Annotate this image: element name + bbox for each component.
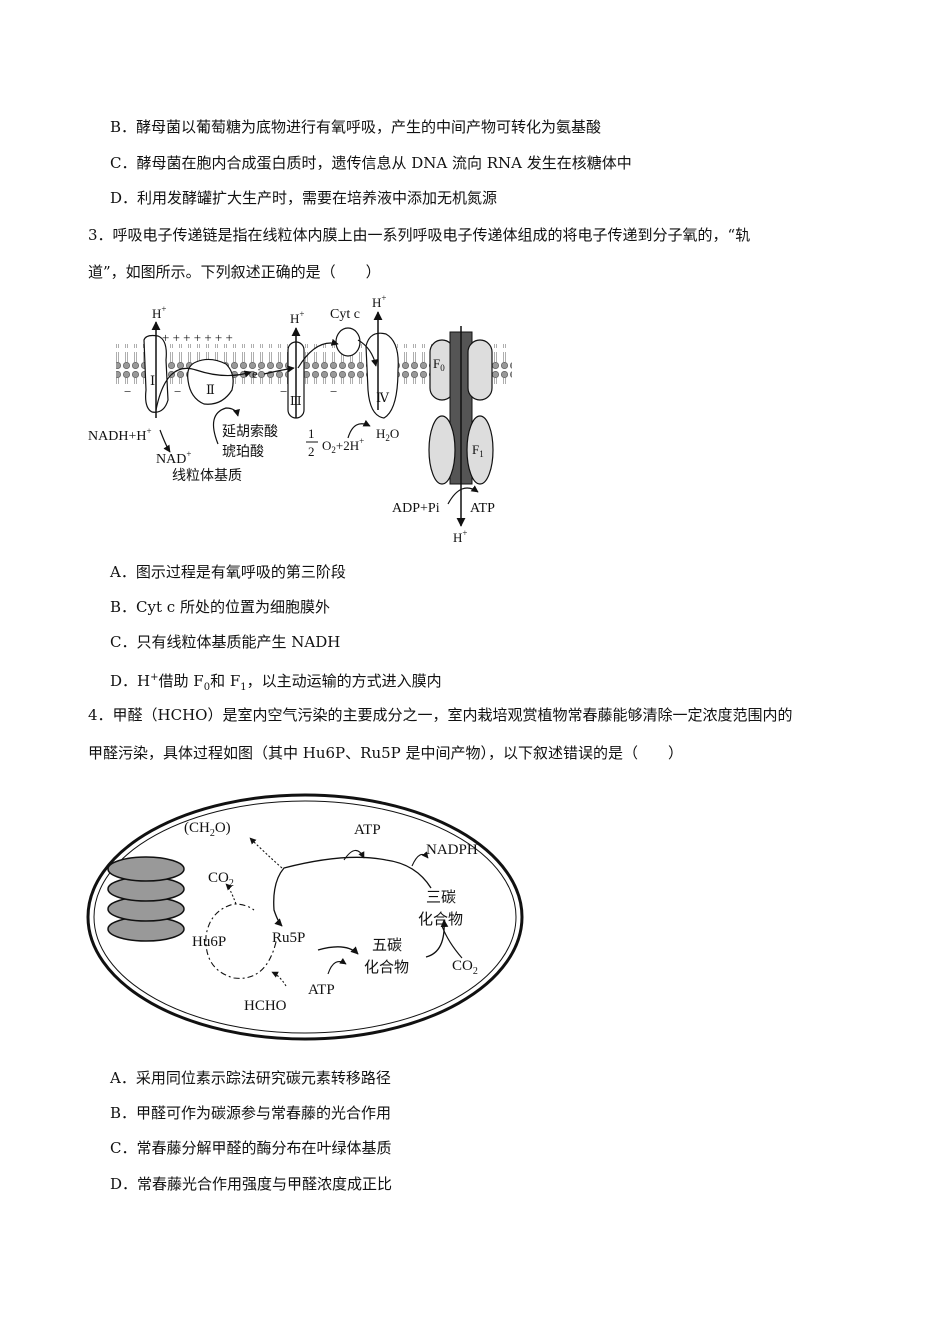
charge-plus-row: + + + + + + + xyxy=(162,330,233,345)
ch2o-label: (CH2O) xyxy=(184,820,231,839)
atp-bottom-arrow xyxy=(327,957,347,975)
hcho-label: HCHO xyxy=(244,998,287,1014)
hcho-arrow xyxy=(271,971,287,987)
q3-stem-line2: 道”，如图所示。下列叙述正确的是（ ） xyxy=(88,263,381,281)
atp-bottom-label: ATP xyxy=(308,982,335,998)
q3-option-d: D．H+借助 F0和 F1，以主动运输的方式进入膜内 xyxy=(110,672,442,693)
q2-option-b: B．酵母菌以葡萄糖为底物进行有氧呼吸，产生的中间产物可转化为氨基酸 xyxy=(110,118,602,136)
cyt-c-shape xyxy=(335,327,361,357)
water-arrow xyxy=(347,419,371,439)
chloroplast-outer-membrane xyxy=(86,793,524,1041)
co2-left-arrow xyxy=(225,883,237,905)
h-plus-label-3: H+ xyxy=(290,309,304,326)
succinate-label: 琥珀酸 xyxy=(222,444,264,460)
nadh-label: NADH+H+ xyxy=(88,426,152,444)
nadh-arrow xyxy=(159,429,171,453)
electron-to-complex3 xyxy=(263,365,295,375)
grana-stack xyxy=(107,856,185,942)
q4-option-b: B．甲醛可作为碳源参与常春藤的光合作用 xyxy=(110,1104,392,1122)
nadph-label: NADPH xyxy=(426,842,478,858)
complex-4-shape xyxy=(365,332,399,419)
hcho-cycle xyxy=(205,903,277,979)
charge-minus-4: − xyxy=(330,384,337,399)
charge-minus-2: − xyxy=(174,384,181,399)
complex-2-label: Ⅱ xyxy=(206,382,215,397)
half-numerator: 1 xyxy=(308,426,315,441)
complex-4-label: Ⅳ xyxy=(376,390,390,405)
5c-to-3c-arrow xyxy=(425,919,449,958)
f1-right xyxy=(466,415,494,485)
q4-stem-line1: 4．甲醛（HCHO）是室内空气污染的主要成分之一，室内栽培观赏植物常春藤能够清除… xyxy=(88,706,793,724)
electron-to-complex4 xyxy=(357,339,379,367)
hu6p-label: Hu6P xyxy=(192,934,226,950)
half-denominator: 2 xyxy=(308,444,315,459)
water-label: H2O xyxy=(376,426,399,443)
h-plus-label-1: H+ xyxy=(152,304,166,321)
q4-stem-line2: 甲醛污染，具体过程如图（其中 Hu6P、Ru5P 是中间产物），以下叙述错误的是… xyxy=(88,744,684,762)
q4-option-d: D．常春藤光合作用强度与甲醛浓度成正比 xyxy=(110,1175,393,1193)
q2-option-c: C．酵母菌在胞内合成蛋白质时，遗传信息从 DNA 流向 RNA 发生在核糖体中 xyxy=(110,154,632,172)
matrix-label: 线粒体基质 xyxy=(172,467,242,484)
electron-to-cytc xyxy=(297,338,339,369)
h-plus-label-bottom: H+ xyxy=(453,528,467,545)
chloroplast-inner-membrane xyxy=(93,800,517,1034)
f1-label: F1 xyxy=(472,442,484,459)
cyt-c-label: Cyt c xyxy=(330,307,360,322)
co2-right-label: CO2 xyxy=(452,958,478,977)
atp-synthesis-arrow xyxy=(447,485,479,505)
three-carbon-label-2: 化合物 xyxy=(418,910,463,928)
arrow-to-ch2o xyxy=(249,837,283,869)
f0-label: F0 xyxy=(433,356,445,373)
atp-top-label: ATP xyxy=(354,822,381,838)
electron-flow-path xyxy=(155,367,252,411)
q4-option-c: C．常春藤分解甲醛的酶分布在叶绿体基质 xyxy=(110,1139,392,1157)
q3-option-b: B．Cyt c 所处的位置为细胞膜外 xyxy=(110,598,330,616)
oxygen-label: O2+2H+ xyxy=(322,436,364,455)
five-carbon-label-2: 化合物 xyxy=(364,958,409,976)
q4-chloroplast-diagram: (CH2O) ATP NADPH 三碳 化合物 CO2 Hu6P Ru5P 五碳… xyxy=(86,793,524,1041)
f0-right xyxy=(467,339,493,401)
atp-top-arrow xyxy=(343,849,365,861)
charge-minus-1: − xyxy=(124,384,131,399)
co2-left-label: CO2 xyxy=(208,870,234,889)
three-carbon-label-1: 三碳 xyxy=(426,888,456,906)
five-carbon-label-1: 五碳 xyxy=(372,936,402,954)
complex-1-label: Ⅰ xyxy=(150,373,155,388)
ru5p-label: Ru5P xyxy=(272,930,305,946)
q3-option-a: A．图示过程是有氧呼吸的第三阶段 xyxy=(110,563,346,581)
q4-option-a: A．采用同位素示踪法研究碳元素转移路径 xyxy=(110,1069,391,1087)
q3-stem-line1: 3．呼吸电子传递链是指在线粒体内膜上由一系列呼吸电子传递体组成的将电子传递到分子… xyxy=(88,226,751,244)
co2-right-arrow xyxy=(441,925,463,959)
atp-label: ATP xyxy=(470,501,495,516)
q3-electron-transport-diagram: + + + + + + + − − − − Ⅰ Ⅱ Ⅲ Ⅳ Cyt c F0 F… xyxy=(88,293,512,545)
electron-label: e- xyxy=(252,364,261,381)
ru5p-to-5c-arrow xyxy=(317,946,359,955)
succinate-arrow xyxy=(212,407,240,445)
f1-left xyxy=(428,415,456,485)
charge-minus-3: − xyxy=(280,384,287,399)
adp-label: ADP+Pi xyxy=(392,501,440,516)
calvin-top-arc xyxy=(273,856,432,927)
h-plus-label-4: H+ xyxy=(372,293,386,310)
fumarate-label: 延胡索酸 xyxy=(222,423,278,440)
q3-option-c: C．只有线粒体基质能产生 NADH xyxy=(110,633,341,651)
q2-option-d: D．利用发酵罐扩大生产时，需要在培养液中添加无机氮源 xyxy=(110,189,498,207)
nadph-arrow xyxy=(411,851,429,867)
nad-label: NAD+ xyxy=(156,449,191,467)
